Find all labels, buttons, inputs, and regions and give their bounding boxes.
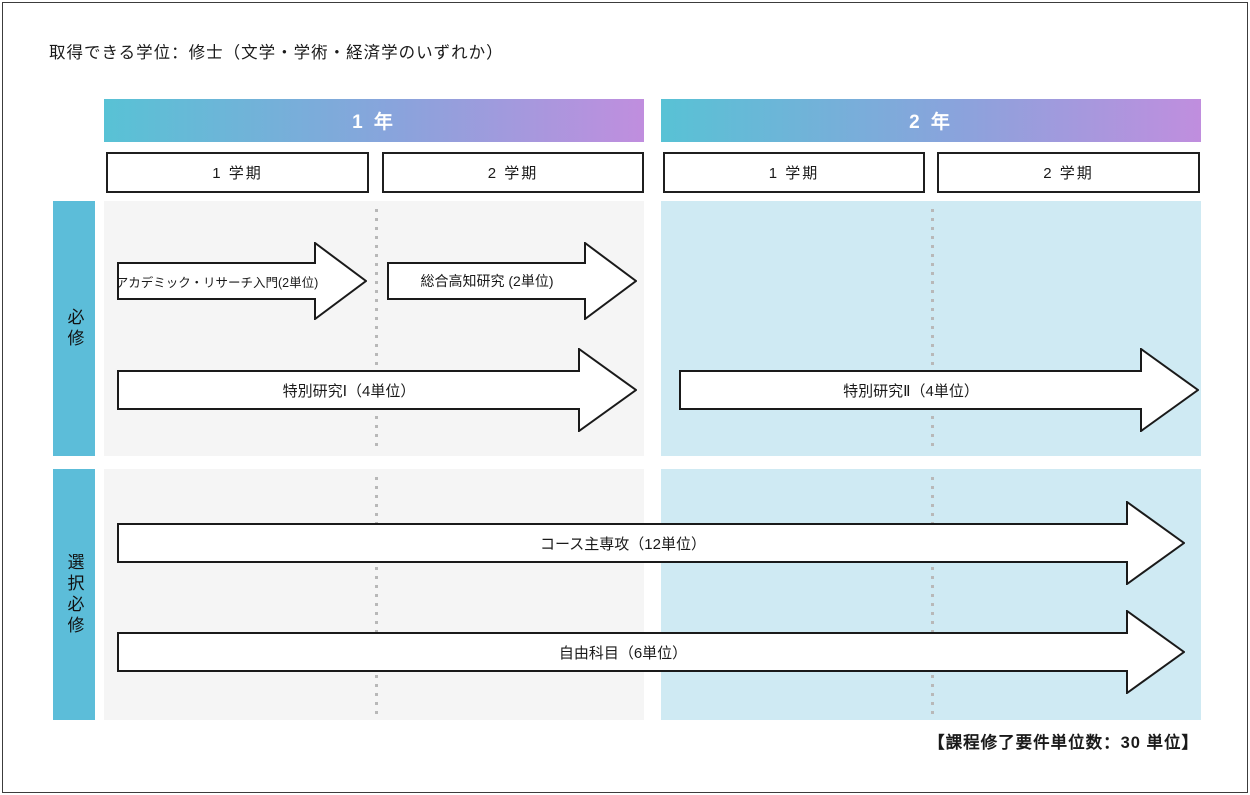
elective-required-label: 選択必修 xyxy=(64,552,84,637)
required-label: 必修 xyxy=(64,307,84,350)
page-title: 取得できる学位：修士（文学・学術・経済学のいずれか） xyxy=(49,44,504,62)
course-label: 特別研究Ⅱ（4単位） xyxy=(843,382,979,400)
course-arrow-special-research-1: 特別研究Ⅰ（4単位） xyxy=(117,348,637,432)
semester-divider-year1-elective xyxy=(375,477,378,715)
completion-requirement-note: 【課程修了要件単位数：30 単位】 xyxy=(928,734,1199,752)
right-arrow-shape xyxy=(387,242,637,320)
year2-semester2-box: 2 学期 xyxy=(937,152,1200,193)
year2-semester1-box: 1 学期 xyxy=(663,152,925,193)
row-label-elective-required: 選択必修 xyxy=(53,469,95,720)
semester-divider-year2-elective xyxy=(931,477,934,715)
right-arrow-shape xyxy=(117,501,1185,585)
semester-divider-year1-required xyxy=(375,209,378,449)
year1-semester1-box: 1 学期 xyxy=(106,152,369,193)
year2-header-bar: 2 年 xyxy=(661,99,1201,142)
semester-divider-year2-required xyxy=(931,209,934,449)
right-arrow-shape xyxy=(117,348,637,432)
course-label: 総合高知研究 (2単位) xyxy=(420,273,554,289)
course-arrow-free-subjects: 自由科目（6単位） xyxy=(117,610,1185,694)
course-label: アカデミック・リサーチ入門(2単位) xyxy=(115,275,319,290)
course-arrow-academic-research-intro: アカデミック・リサーチ入門(2単位) xyxy=(115,242,367,320)
year1-semester1-label: 1 学期 xyxy=(212,165,263,182)
year1-semester2-label: 2 学期 xyxy=(487,165,539,182)
panel-year1-elective xyxy=(104,469,644,720)
year2-semester1-label: 1 学期 xyxy=(768,165,820,182)
right-arrow-shape xyxy=(117,610,1185,694)
right-arrow-shape xyxy=(117,242,367,320)
course-label: 特別研究Ⅰ（4単位） xyxy=(282,382,416,400)
course-label: コース主専攻（12単位） xyxy=(540,535,706,553)
panel-year1-required xyxy=(104,201,644,456)
right-arrow-shape xyxy=(679,348,1199,432)
course-label: 自由科目（6単位） xyxy=(558,644,688,662)
course-arrow-course-major: コース主専攻（12単位） xyxy=(117,501,1185,585)
year1-header-bar: 1 年 xyxy=(104,99,644,142)
year2-label: 2 年 xyxy=(909,112,953,133)
year1-label: 1 年 xyxy=(352,112,396,133)
course-arrow-special-research-2: 特別研究Ⅱ（4単位） xyxy=(679,348,1199,432)
year2-semester2-label: 2 学期 xyxy=(1043,165,1094,182)
row-label-required: 必修 xyxy=(53,201,95,456)
course-arrow-sogo-kochi-research: 総合高知研究 (2単位) xyxy=(387,242,637,320)
year1-semester2-box: 2 学期 xyxy=(382,152,644,193)
